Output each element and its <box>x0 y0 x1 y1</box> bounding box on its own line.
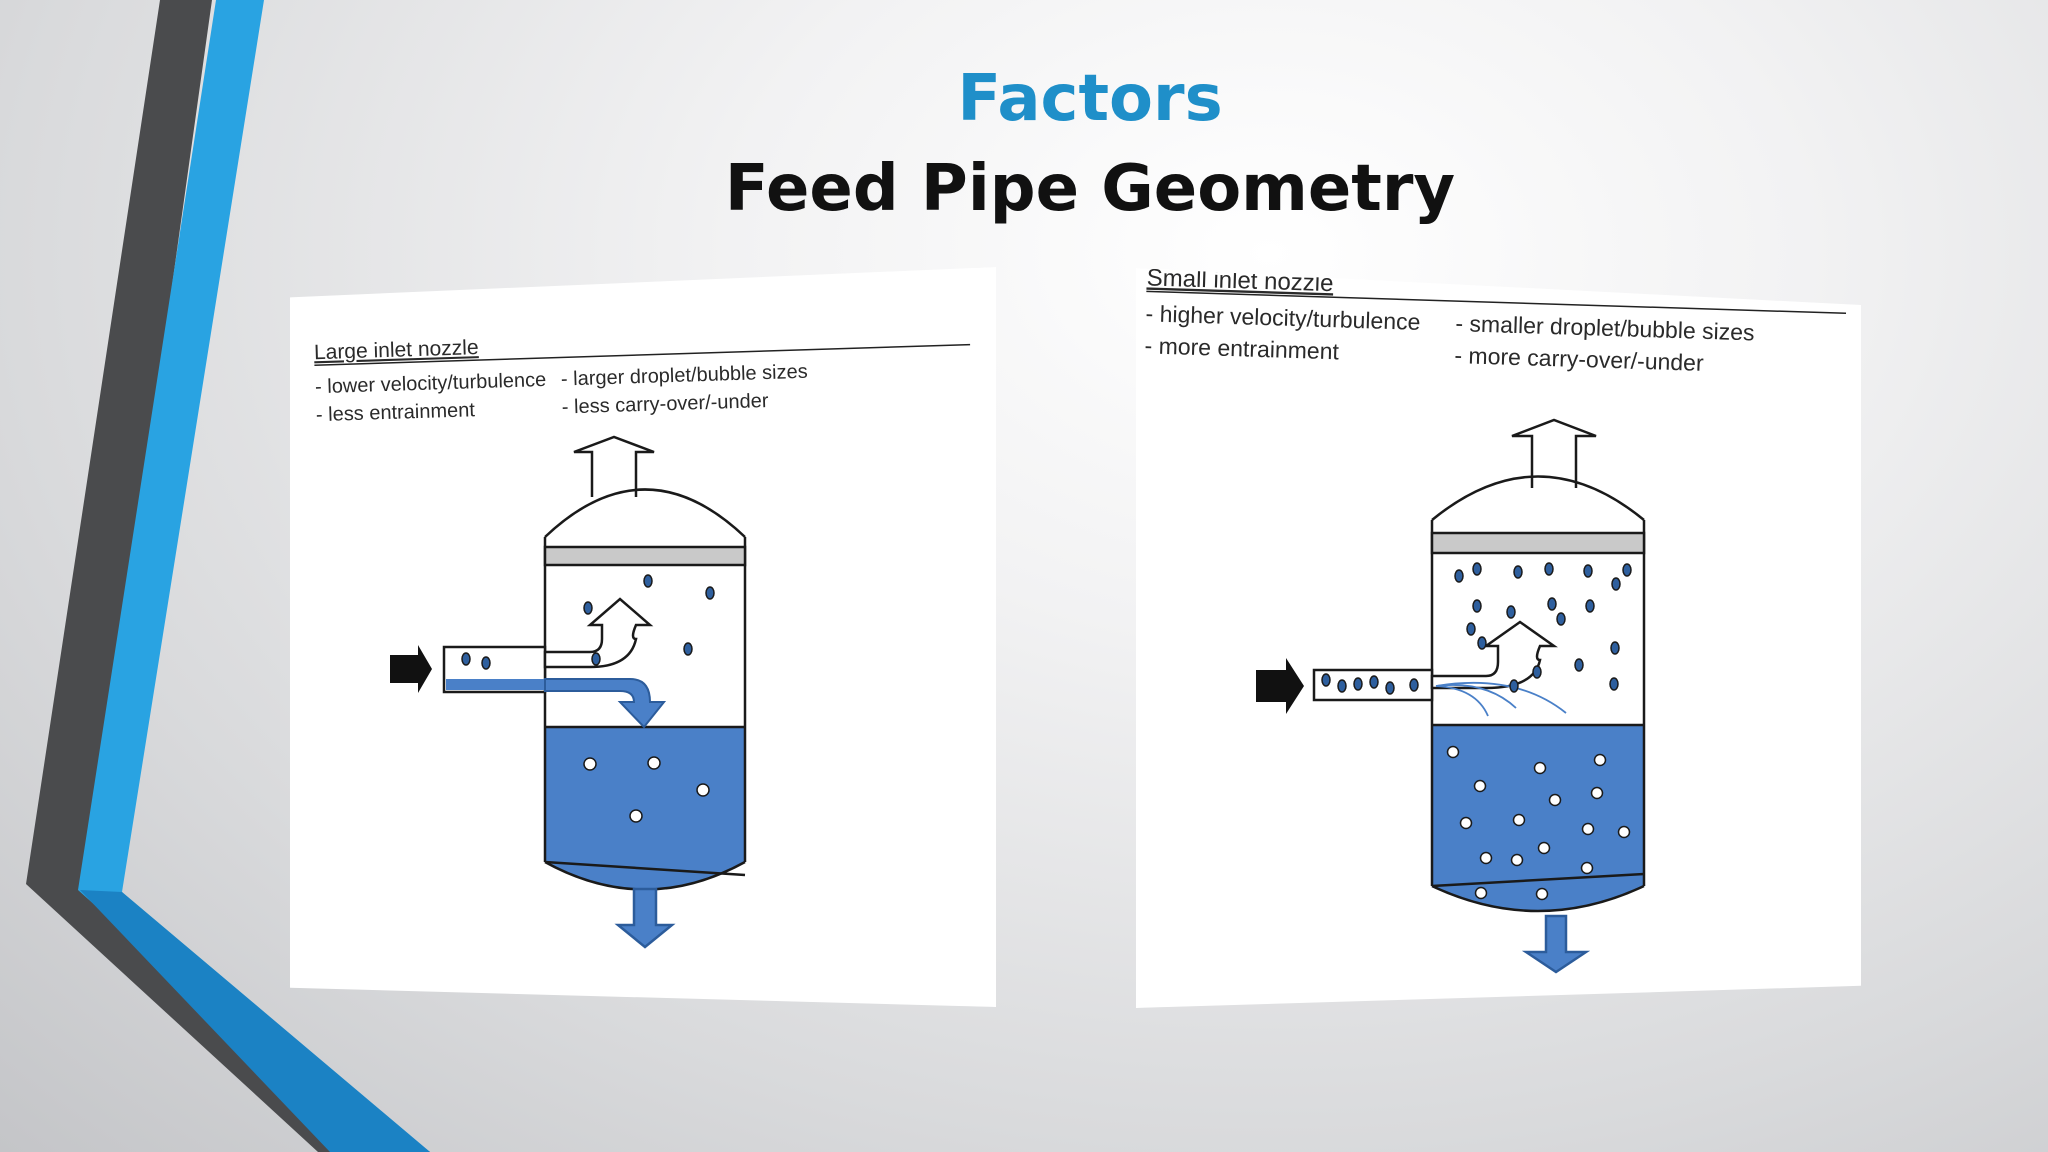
left-effect-1: - larger droplet/bubble sizes <box>561 361 808 391</box>
left-liquid-flow-arrow <box>544 678 667 729</box>
large-nozzle-diagram: Large inlet nozzle - lower velocity/turb… <box>314 336 971 949</box>
left-effect-2: - less carry-over/-under <box>562 390 770 418</box>
right-mist-pad <box>1430 531 1646 555</box>
left-shell-top <box>544 488 746 538</box>
right-bubbles <box>1446 745 1631 901</box>
left-bubbles <box>583 756 710 823</box>
right-liquid-outlet-arrow <box>1521 914 1591 974</box>
small-nozzle-diagram: Small inlet nozzle - higher velocity/tur… <box>1144 268 1847 974</box>
right-cause-2: - more entrainment <box>1144 332 1340 364</box>
right-vessel <box>1256 418 1646 974</box>
left-cause-1: - lower velocity/turbulence <box>315 369 547 398</box>
right-feed-arrow <box>1256 658 1304 714</box>
blue-stripe <box>78 0 430 1152</box>
right-effect-1: - smaller droplet/bubble sizes <box>1455 310 1755 345</box>
left-heading: Large inlet nozzle <box>314 336 479 364</box>
right-droplets <box>1321 562 1632 695</box>
slide-subtitle: Feed Pipe Geometry <box>724 152 1456 226</box>
small-nozzle-panel: Small inlet nozzle - higher velocity/tur… <box>1136 268 1861 1008</box>
left-gas-outlet-arrow <box>573 435 655 497</box>
deep-blue-band <box>80 890 430 1152</box>
left-droplets <box>461 574 715 670</box>
dark-stripe <box>26 0 430 1152</box>
right-gas-outlet-arrow <box>1511 418 1597 488</box>
right-effect-2: - more carry-over/-under <box>1454 342 1704 376</box>
left-cause-2: - less entrainment <box>316 399 476 426</box>
left-mist-pad <box>543 545 747 567</box>
left-gas-flow-arrow <box>543 597 654 669</box>
left-vessel <box>390 435 747 949</box>
left-liquid-outlet-arrow <box>614 887 676 949</box>
left-heading-rule <box>314 343 971 366</box>
large-nozzle-panel: Large inlet nozzle - lower velocity/turb… <box>290 267 996 1007</box>
left-feed-arrow <box>390 645 432 693</box>
right-cause-1: - higher velocity/turbulence <box>1145 300 1421 335</box>
slide-title: Factors <box>957 62 1223 136</box>
right-heading-rule <box>1146 290 1847 315</box>
right-shell-top <box>1431 475 1645 521</box>
right-spray-lines <box>1435 681 1567 717</box>
